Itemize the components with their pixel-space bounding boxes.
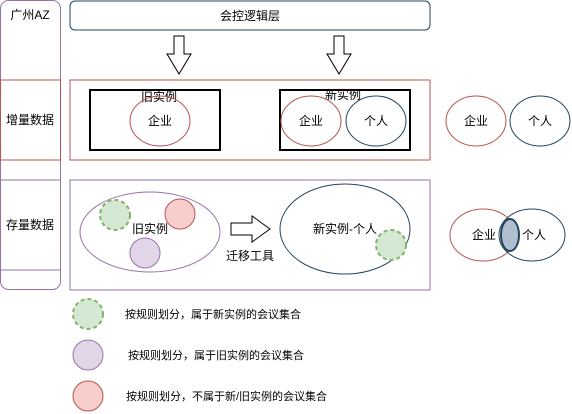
stock-area bbox=[69, 179, 431, 291]
new-enterprise-label: 企业 bbox=[299, 113, 323, 128]
legend-old-swatch bbox=[72, 339, 104, 371]
new-rule-meeting-set bbox=[99, 199, 131, 231]
az-column bbox=[0, 0, 61, 290]
stock-label-box bbox=[0, 179, 61, 271]
legend-new-text: 按规则划分，属于新实例的会议集合 bbox=[125, 307, 301, 321]
incremental-label: 增量数据 bbox=[6, 112, 54, 127]
right-enterprise-label: 企业 bbox=[464, 113, 488, 128]
right-overlap-personal bbox=[498, 208, 566, 262]
legend-unassigned-text: 按规则划分，不属于新/旧实例的会议集合 bbox=[126, 389, 327, 403]
old-instance-stock-label: 旧实例 bbox=[132, 221, 168, 236]
migration-tool-label: 迁移工具 bbox=[226, 249, 274, 263]
conference-control-layer-label: 会控逻辑层 bbox=[220, 9, 280, 23]
right-arrow-icon bbox=[230, 215, 271, 243]
right-personal-label: 个人 bbox=[528, 114, 552, 128]
unassigned-meeting-set bbox=[164, 198, 196, 230]
down-arrow-icon bbox=[166, 35, 192, 75]
new-instance-label: 新实例 bbox=[325, 87, 361, 102]
right-overlap-personal-label: 个人 bbox=[522, 228, 546, 242]
incremental-area bbox=[69, 79, 431, 161]
legend-unassigned-swatch bbox=[72, 380, 104, 412]
new-enterprise-circle bbox=[280, 95, 342, 147]
legend-old-text: 按规则划分，属于旧实例的会议集合 bbox=[128, 348, 304, 362]
new-personal-label: 个人 bbox=[364, 114, 388, 128]
conference-control-layer bbox=[69, 0, 431, 31]
new-personal-circle bbox=[345, 95, 407, 147]
old-instance-box bbox=[89, 89, 221, 151]
az-label: 广州AZ bbox=[10, 8, 49, 22]
old-enterprise-label: 企业 bbox=[148, 113, 172, 128]
down-arrow-icon bbox=[326, 35, 352, 75]
incremental-label-box bbox=[0, 79, 61, 161]
old-instance-ellipse bbox=[79, 191, 221, 273]
new-rule-meeting-set-migrated bbox=[375, 229, 407, 261]
stock-label: 存量数据 bbox=[6, 217, 54, 232]
right-enterprise-circle bbox=[445, 95, 507, 147]
overlap-region bbox=[500, 218, 520, 252]
old-enterprise-circle bbox=[129, 95, 191, 147]
new-instance-box bbox=[279, 89, 411, 151]
new-instance-personal-label: 新实例-个人 bbox=[313, 221, 377, 236]
right-personal-circle bbox=[509, 95, 571, 147]
old-rule-meeting-set bbox=[129, 237, 161, 269]
new-instance-personal-ellipse bbox=[279, 183, 411, 275]
legend-new-swatch bbox=[72, 298, 104, 330]
right-overlap-enterprise-label: 企业 bbox=[472, 227, 496, 242]
